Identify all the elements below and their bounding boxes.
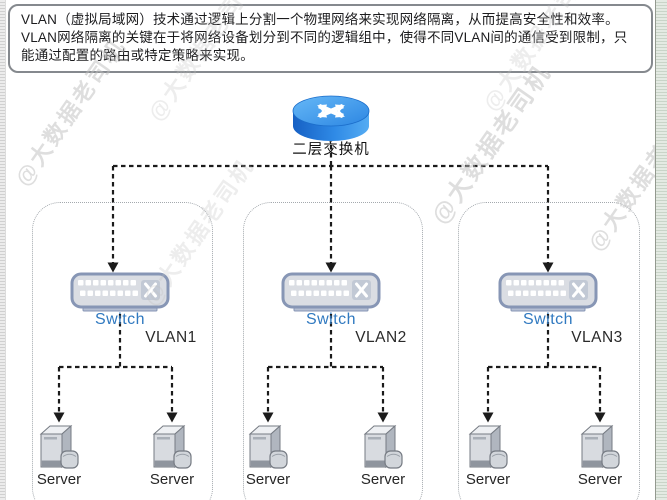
server-icon <box>464 421 512 473</box>
server-icon <box>35 421 83 473</box>
vlan-name-label: VLAN2 <box>355 329 407 346</box>
server-label: Server <box>465 471 511 488</box>
vlan2-drop <box>266 314 385 413</box>
server-icon <box>148 421 196 473</box>
vlan1-drop <box>57 314 174 413</box>
server-icon <box>359 421 407 473</box>
switch-icon <box>70 272 170 314</box>
right-edge-strip <box>655 0 667 500</box>
vlan3-drop <box>486 314 602 413</box>
arrowheads <box>53 262 606 423</box>
info-line: VLAN网络隔离的关键在于将网络设备划分到不同的逻辑组中，使得不同VLAN间的通… <box>21 30 628 45</box>
server-label: Server <box>36 471 82 488</box>
switch-icon <box>498 272 598 314</box>
server-icon <box>576 421 624 473</box>
server-label: Server <box>577 471 623 488</box>
router-icon <box>286 84 376 144</box>
switch-label: Switch <box>94 311 146 328</box>
info-line: 能通过配置的路由或特定策略来实现。 <box>21 48 254 63</box>
vlan-name-label: VLAN3 <box>571 329 623 346</box>
info-line: VLAN（虚拟局域网）技术通过逻辑上分割一个物理网络来实现网络隔离，从而提高安全… <box>21 12 619 27</box>
vlan1-container <box>32 202 213 500</box>
vlan-name-label: VLAN1 <box>145 329 197 346</box>
info-box: VLAN（虚拟局域网）技术通过逻辑上分割一个物理网络来实现网络隔离，从而提高安全… <box>8 4 653 73</box>
switch-label: Switch <box>522 311 574 328</box>
server-label: Server <box>149 471 195 488</box>
server-icon <box>244 421 292 473</box>
switch-label: Switch <box>305 311 357 328</box>
vlan2-container <box>243 202 423 500</box>
left-edge-strip <box>0 0 6 500</box>
server-label: Server <box>360 471 406 488</box>
core-switch-label: 二层交换机 <box>292 142 370 158</box>
server-label: Server <box>245 471 291 488</box>
switch-icon <box>281 272 381 314</box>
